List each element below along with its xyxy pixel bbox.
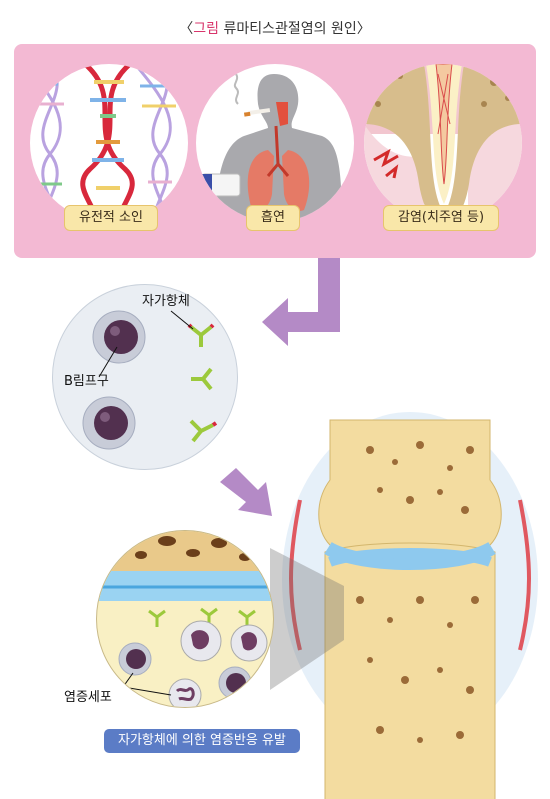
- title-text: 류마티스관절염의 원인: [219, 21, 357, 37]
- inflammatory-cell: [118, 642, 152, 676]
- cause-label-infection: 감염(치주염 등): [383, 205, 500, 231]
- b-cell: [82, 396, 136, 450]
- cell-magnified-view: [52, 284, 238, 470]
- b-cell-label: B림프구: [64, 374, 109, 389]
- b-cell: [92, 310, 146, 364]
- neutrophil: [168, 678, 202, 707]
- antibody-icon: [148, 607, 256, 627]
- antibody-icon: [189, 419, 218, 443]
- cause-label-smoking: 흡연: [246, 205, 300, 231]
- figure-title: 〈그림 류마티스관절염의 원인〉: [0, 18, 550, 38]
- title-bracket-open: 〈: [179, 21, 194, 37]
- smoking-illustration: [196, 64, 354, 222]
- antibody-label: 자가항체: [142, 294, 190, 309]
- title-bracket-close: 〉: [356, 21, 371, 37]
- tooth-infection-illustration: [364, 64, 522, 222]
- tooth-infection-icon: [364, 64, 522, 222]
- inflammation-caption: 자가항체에 의한 염증반응 유발: [104, 729, 300, 753]
- joint-magnified-view: [96, 530, 274, 708]
- cause-label-genetic: 유전적 소인: [64, 205, 158, 231]
- macrophage: [180, 620, 222, 662]
- macrophage: [230, 624, 268, 662]
- antibody-icon: [191, 367, 213, 391]
- title-accent: 그림: [193, 21, 220, 37]
- inflammatory-cell: [218, 666, 252, 700]
- inflammatory-cell-label: 염증세포: [64, 690, 112, 705]
- smoking-lungs-icon: [201, 73, 342, 222]
